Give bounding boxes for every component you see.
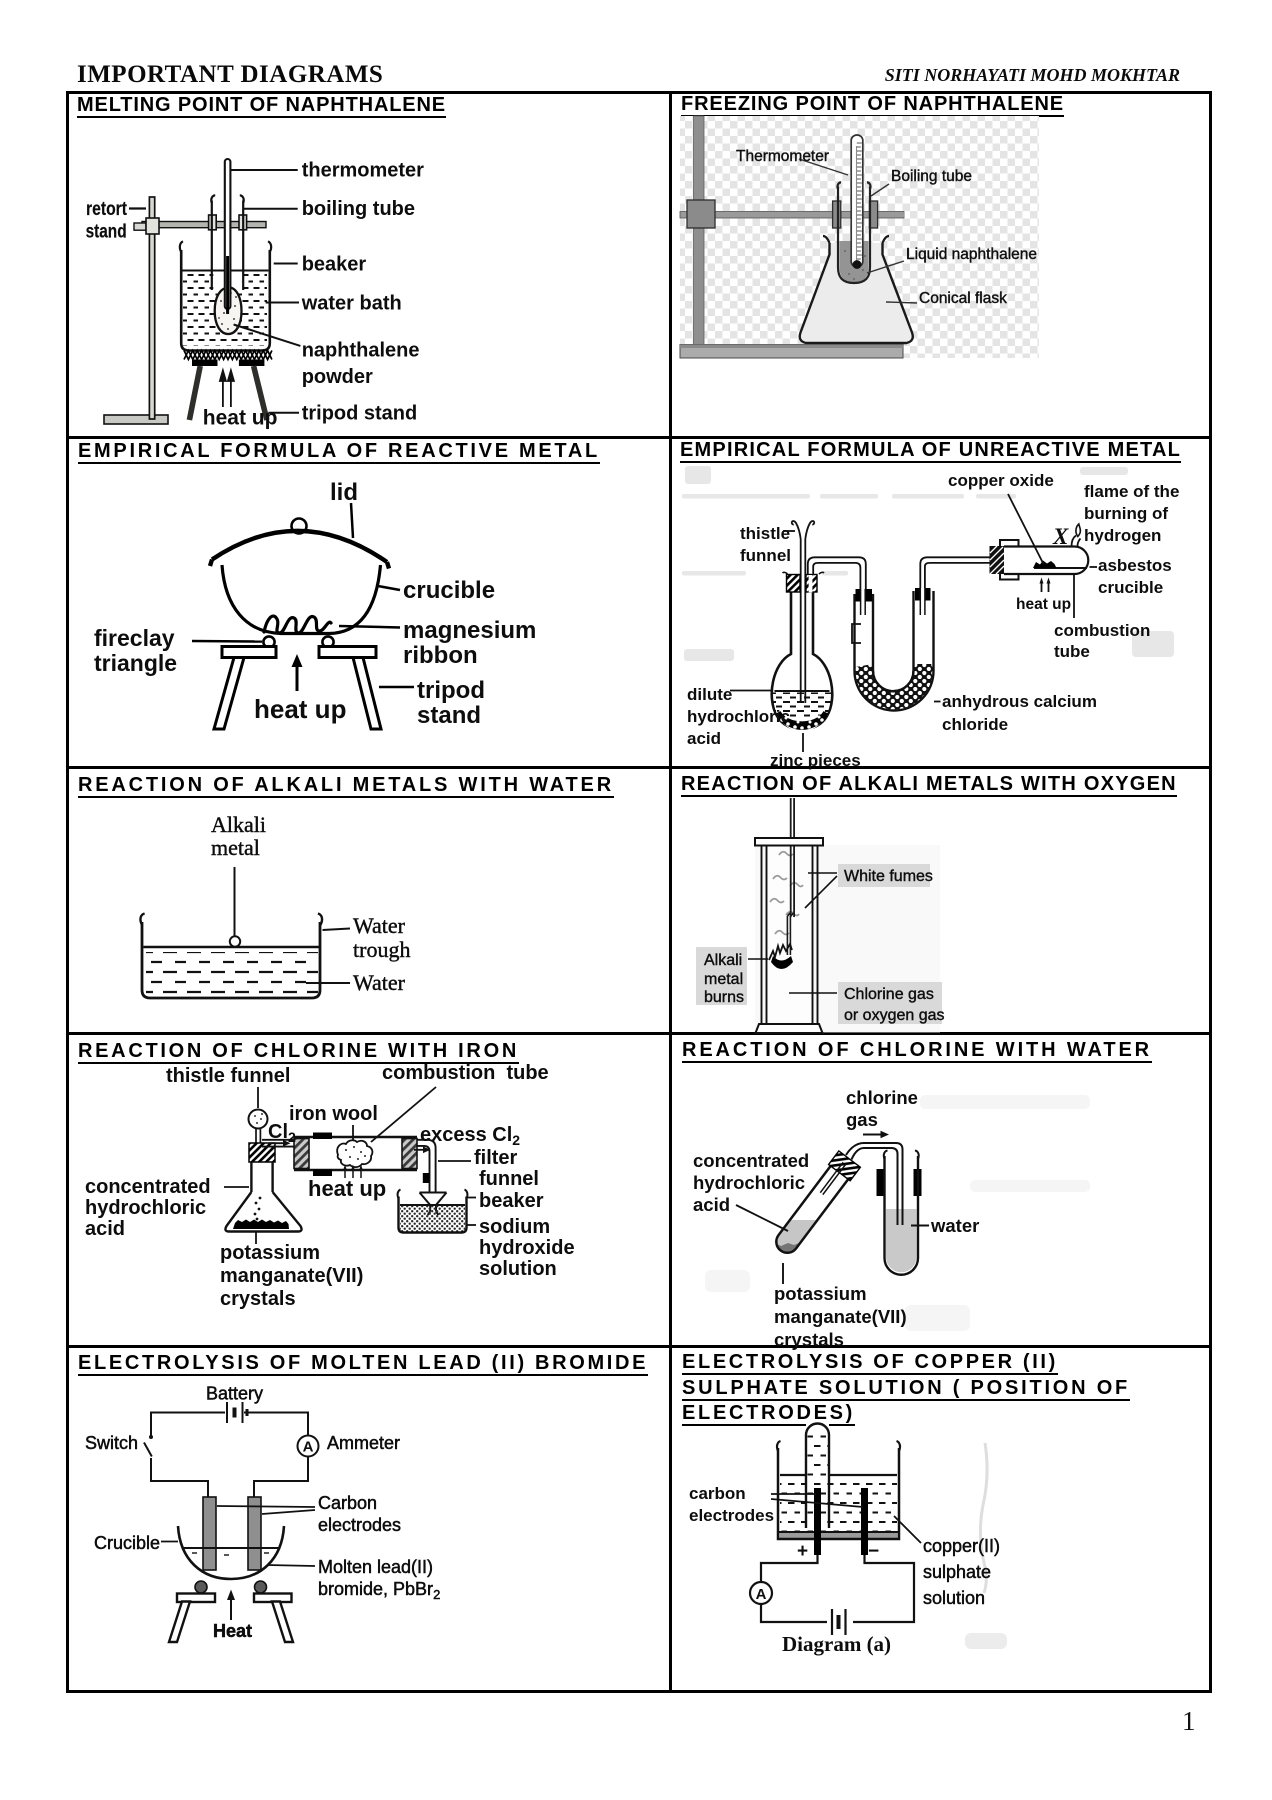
svg-text:Liquid naphthalene: Liquid naphthalene	[906, 246, 1037, 263]
svg-text:acid: acid	[85, 1218, 125, 1240]
svg-text:or oxygen gas: or oxygen gas	[844, 1007, 945, 1024]
svg-text:tripod: tripod	[417, 677, 485, 704]
svg-text:dilute: dilute	[687, 685, 732, 704]
svg-text:flame of the: flame of the	[1084, 482, 1179, 501]
svg-text:sulphate: sulphate	[923, 1562, 991, 1582]
svg-text:heat up: heat up	[308, 1176, 386, 1201]
svg-text:asbestos: asbestos	[1098, 556, 1172, 575]
svg-text:copper(II): copper(II)	[923, 1536, 1000, 1556]
svg-text:sodium: sodium	[479, 1216, 550, 1238]
svg-text:Diagram (a): Diagram (a)	[782, 1632, 891, 1656]
svg-text:heat up: heat up	[254, 694, 346, 724]
svg-text:White fumes: White fumes	[844, 868, 933, 885]
svg-text:naphthalene: naphthalene	[302, 340, 420, 362]
svg-text:Battery: Battery	[206, 1384, 263, 1404]
svg-text:Carbon: Carbon	[318, 1493, 377, 1513]
svg-text:crucible: crucible	[1098, 578, 1163, 597]
svg-text:solution: solution	[479, 1258, 557, 1280]
svg-text:potassium: potassium	[220, 1242, 320, 1264]
svg-text:beaker: beaker	[302, 254, 367, 276]
svg-text:Heat: Heat	[213, 1621, 252, 1641]
svg-text:ribbon: ribbon	[403, 642, 478, 669]
svg-text:Boiling tube: Boiling tube	[891, 168, 972, 185]
svg-text:electrodes: electrodes	[689, 1506, 774, 1525]
svg-text:funnel: funnel	[740, 546, 791, 565]
svg-text:chlorine: chlorine	[846, 1087, 918, 1108]
svg-text:retort: retort	[86, 199, 128, 220]
svg-text:filter: filter	[474, 1147, 518, 1169]
svg-text:electrodes: electrodes	[318, 1515, 401, 1535]
svg-text:A: A	[303, 1439, 314, 1456]
svg-text:thermometer: thermometer	[302, 160, 424, 182]
svg-text:tripod stand: tripod stand	[302, 403, 418, 425]
svg-text:Chlorine gas: Chlorine gas	[844, 986, 934, 1003]
svg-text:−: −	[868, 1541, 879, 1562]
svg-text:tube: tube	[1054, 642, 1090, 661]
svg-text:Alkali: Alkali	[211, 812, 266, 837]
svg-text:triangle: triangle	[94, 650, 177, 676]
svg-text:crucible: crucible	[403, 577, 495, 604]
svg-text:Thermometer: Thermometer	[736, 148, 829, 165]
svg-text:boiling tube: boiling tube	[302, 198, 415, 220]
svg-text:thistle funnel: thistle funnel	[166, 1065, 290, 1087]
svg-text:combustion: combustion	[1054, 621, 1150, 640]
svg-text:hydrochloric: hydrochloric	[85, 1197, 206, 1219]
svg-text:concentrated: concentrated	[693, 1150, 809, 1171]
svg-text:solution: solution	[923, 1588, 985, 1608]
svg-text:crystals: crystals	[774, 1329, 844, 1350]
svg-text:hydrochloric: hydrochloric	[687, 707, 790, 726]
svg-text:powder: powder	[302, 366, 373, 388]
svg-text:Crucible: Crucible	[94, 1533, 160, 1553]
svg-text:bromide, PbBr2: bromide, PbBr2	[318, 1579, 440, 1602]
svg-text:manganate(VII): manganate(VII)	[220, 1265, 363, 1287]
svg-text:carbon: carbon	[689, 1484, 746, 1503]
svg-text:copper oxide: copper oxide	[948, 471, 1054, 490]
svg-text:gas: gas	[846, 1109, 878, 1130]
svg-text:Water: Water	[353, 970, 406, 995]
svg-text:Ammeter: Ammeter	[327, 1433, 400, 1453]
svg-text:acid: acid	[687, 729, 721, 748]
svg-text:+: +	[797, 1541, 808, 1562]
svg-text:thistle: thistle	[740, 524, 790, 543]
svg-text:zinc pieces: zinc pieces	[770, 751, 861, 770]
svg-text:A: A	[756, 1586, 767, 1603]
svg-text:funnel: funnel	[479, 1168, 539, 1190]
svg-text:heat up: heat up	[1016, 596, 1071, 613]
svg-text:Water: Water	[353, 913, 406, 938]
svg-text:Conical flask: Conical flask	[919, 290, 1007, 307]
svg-text:trough: trough	[353, 937, 410, 962]
svg-text:fireclay: fireclay	[94, 625, 175, 651]
svg-text:crystals: crystals	[220, 1288, 296, 1310]
svg-text:excess Cl2: excess Cl2	[420, 1124, 520, 1148]
svg-text:Switch: Switch	[85, 1433, 138, 1453]
svg-text:stand: stand	[417, 702, 481, 729]
svg-text:hydroxide: hydroxide	[479, 1237, 575, 1259]
svg-text:manganate(VII): manganate(VII)	[774, 1306, 907, 1327]
svg-text:acid: acid	[693, 1194, 730, 1215]
svg-text:combustion tube: combustion tube	[382, 1062, 549, 1084]
svg-text:Cl2: Cl2	[268, 1121, 296, 1145]
svg-text:water: water	[930, 1215, 979, 1236]
svg-text:lid: lid	[330, 479, 358, 506]
svg-text:stand: stand	[86, 222, 127, 243]
svg-text:magnesium: magnesium	[403, 617, 536, 644]
svg-text:Molten lead(II): Molten lead(II)	[318, 1557, 433, 1577]
svg-text:Alkali: Alkali	[704, 952, 742, 969]
svg-text:beaker: beaker	[479, 1190, 544, 1212]
svg-text:burns: burns	[704, 989, 744, 1006]
svg-text:hydrogen: hydrogen	[1084, 526, 1161, 545]
svg-text:X: X	[1052, 524, 1069, 549]
svg-text:metal: metal	[211, 835, 260, 860]
svg-text:burning of: burning of	[1084, 504, 1168, 523]
svg-text:anhydrous calcium: anhydrous calcium	[942, 692, 1097, 711]
svg-text:concentrated: concentrated	[85, 1176, 211, 1198]
svg-text:heat up: heat up	[203, 407, 278, 430]
svg-text:metal: metal	[704, 971, 743, 988]
svg-text:iron wool: iron wool	[289, 1103, 378, 1125]
svg-text:chloride: chloride	[942, 715, 1008, 734]
svg-text:water bath: water bath	[301, 293, 402, 315]
svg-text:potassium: potassium	[774, 1283, 867, 1304]
svg-text:hydrochloric: hydrochloric	[693, 1172, 805, 1193]
